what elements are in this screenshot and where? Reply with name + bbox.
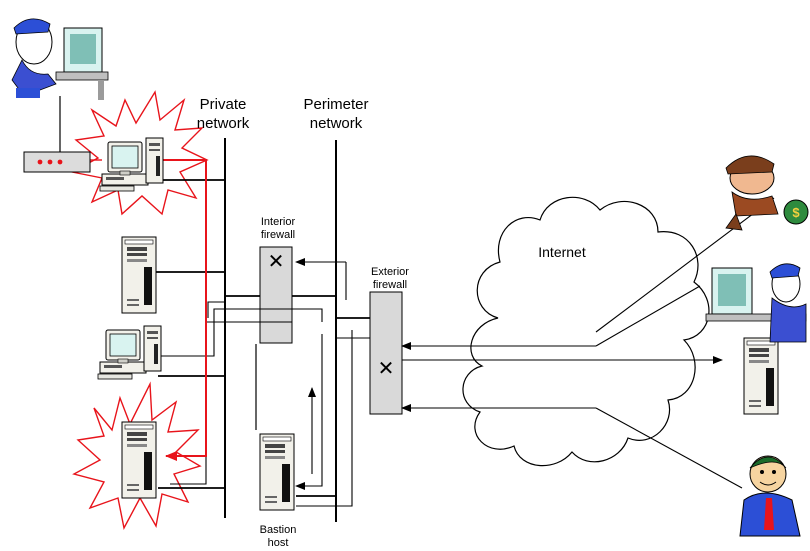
- user-at-computer-icon: [706, 264, 806, 342]
- perimeter-network-label: Perimeter network: [286, 95, 386, 133]
- bastion-host-label-line1: Bastion: [246, 524, 310, 537]
- interior-firewall-x-icon: ✕: [268, 251, 285, 273]
- perimeter-network-label-line1: Perimeter: [286, 95, 386, 114]
- traffic-from-bastion: [296, 330, 352, 506]
- desktop-computer-icon: [100, 138, 163, 191]
- desktop-computer-icon: [98, 326, 161, 379]
- traffic-bastion-interior: [208, 302, 225, 318]
- perimeter-network-label-line2: network: [286, 114, 386, 133]
- exterior-firewall-icon: [370, 292, 402, 414]
- tower-server-icon: [260, 434, 294, 510]
- exterior-firewall-label-line2: firewall: [358, 279, 422, 292]
- user-at-computer-icon: [12, 19, 108, 100]
- bastion-host-label-line2: host: [246, 537, 310, 550]
- interior-firewall-label: Interior firewall: [246, 216, 310, 242]
- interior-firewall-label-line2: firewall: [246, 229, 310, 242]
- tower-server-icon: [122, 422, 156, 498]
- modem-icon: [24, 96, 90, 172]
- exterior-firewall-x-icon: ✕: [378, 358, 395, 380]
- businessman-icon: [740, 456, 800, 536]
- tower-server-icon: [744, 338, 778, 414]
- interior-firewall-label-line1: Interior: [246, 216, 310, 229]
- svg-text:$: $: [792, 205, 800, 220]
- bastion-host-label: Bastion host: [246, 524, 310, 550]
- internet-cloud-icon: [463, 197, 709, 465]
- tower-server-icon: [122, 237, 156, 313]
- traffic-private-perimeter-1: [158, 309, 322, 356]
- private-network-label: Private network: [176, 95, 270, 133]
- exterior-firewall-label: Exterior firewall: [358, 266, 422, 292]
- traffic-to-bastion: [296, 334, 322, 486]
- private-network-label-line2: network: [176, 114, 270, 133]
- private-network-label-line1: Private: [176, 95, 270, 114]
- exterior-firewall-label-line1: Exterior: [358, 266, 422, 279]
- internet-label: Internet: [522, 243, 602, 262]
- thief-with-money-bag-icon: $: [726, 156, 808, 230]
